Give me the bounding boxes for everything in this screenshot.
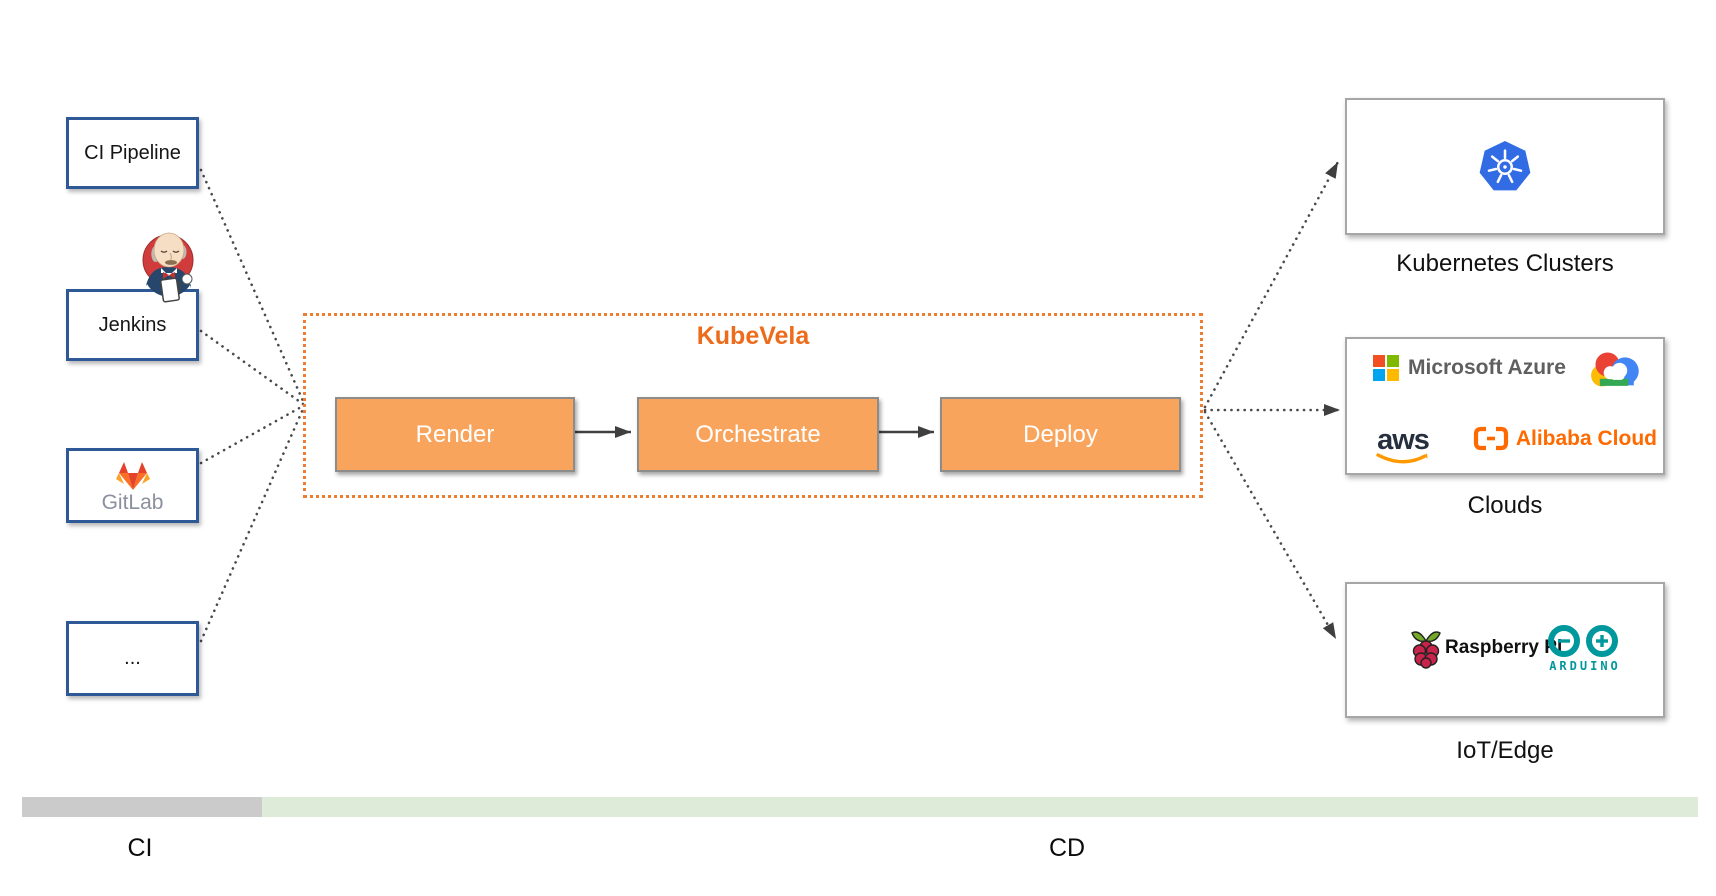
raspberry-pi-logo: Raspberry Pi <box>1409 626 1562 670</box>
kubevela-title: KubeVela <box>696 322 810 350</box>
jenkins-box: Jenkins <box>66 289 199 361</box>
kubevela-container: KubeVela Render Orchestrate Deploy <box>303 313 1203 498</box>
ci-pipeline-label: CI Pipeline <box>84 141 181 164</box>
stage-orchestrate-label: Orchestrate <box>695 420 821 448</box>
aws-label: aws <box>1377 423 1430 456</box>
stage-render-label: Render <box>415 420 495 448</box>
kubernetes-icon <box>1479 140 1531 190</box>
arduino-label: ARDUINO <box>1549 659 1621 673</box>
microsoft-azure-logo: Microsoft Azure <box>1373 355 1566 381</box>
connector-gitlab-kubevela <box>199 404 305 465</box>
gitlab-label: GitLab <box>101 490 164 514</box>
connector-kubevela-iot <box>1203 410 1338 641</box>
raspberry-pi-label: Raspberry Pi <box>1445 637 1563 658</box>
alibaba-cloud-icon <box>1473 426 1508 451</box>
stage-render: Render <box>335 397 575 472</box>
more-sources-box: ... <box>66 621 199 696</box>
arduino-logo: ARDUINO <box>1539 624 1631 673</box>
more-sources-label: ... <box>124 647 141 669</box>
ci-phase-label: CI <box>127 834 153 862</box>
google-cloud-icon <box>1591 352 1639 387</box>
ci-phase-bar <box>22 797 262 817</box>
gitlab-tanuki-icon <box>115 461 150 490</box>
azure-label: Microsoft Azure <box>1408 356 1566 379</box>
stage-deploy: Deploy <box>940 397 1181 472</box>
stage-deploy-label: Deploy <box>1023 420 1098 448</box>
kubernetes-clusters-label: Kubernetes Clusters <box>1396 250 1614 277</box>
gitlab-box: GitLab <box>66 448 199 523</box>
clouds-box: Microsoft Azure aws <box>1345 337 1665 475</box>
cd-phase-bar <box>262 797 1698 817</box>
kubernetes-clusters-box <box>1345 98 1665 235</box>
aws-smile-icon <box>1376 453 1428 464</box>
connector-jenkins-kubevela <box>199 329 305 406</box>
connector-more-kubevela <box>199 407 305 643</box>
aws-logo: aws <box>1375 423 1431 467</box>
cd-phase-label: CD <box>1048 834 1086 862</box>
iot-edge-label: IoT/Edge <box>1456 737 1554 764</box>
ci-pipeline-box: CI Pipeline <box>66 117 199 189</box>
jenkins-mascot-icon <box>142 232 194 303</box>
iot-edge-box: Raspberry Pi ARDUINO <box>1345 582 1665 718</box>
jenkins-label: Jenkins <box>98 313 167 336</box>
arduino-infinity-icon <box>1548 625 1618 657</box>
raspberry-pi-icon <box>1411 631 1441 669</box>
stage-orchestrate: Orchestrate <box>637 397 879 472</box>
connector-cipipeline-kubevela <box>199 168 305 403</box>
alibaba-cloud-logo: Alibaba Cloud <box>1473 426 1657 451</box>
connector-kubevela-kubernetes <box>1203 160 1340 409</box>
microsoft-logo-icon <box>1373 355 1399 381</box>
clouds-label: Clouds <box>1467 492 1543 519</box>
alibaba-label: Alibaba Cloud <box>1515 426 1657 450</box>
